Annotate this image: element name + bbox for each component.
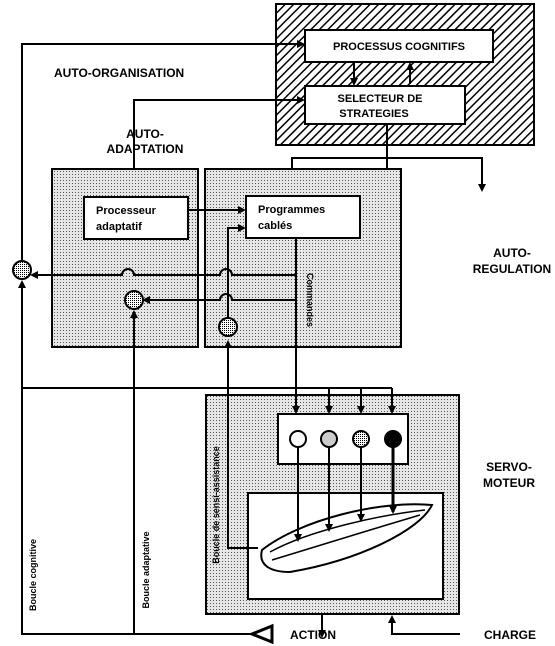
action-label: ACTION (290, 628, 336, 642)
processus-cognitifs-label: PROCESSUS COGNITIFS (333, 41, 465, 53)
programmes-label-line1: Programmes (258, 204, 325, 216)
charge-label: CHARGE (484, 628, 536, 642)
servo-moteur-label-line2: MOTEUR (483, 476, 535, 490)
auto-regulation-label-line1: AUTO- (493, 246, 531, 260)
auto-adaptation-label-line2: ADAPTATION (107, 142, 184, 156)
commandes-label: Commandes (305, 273, 315, 327)
auto-organisation-label: AUTO-ORGANISATION (54, 66, 184, 80)
adaptation-block (52, 169, 198, 347)
auto-adaptation-label-line1: AUTO- (126, 127, 164, 141)
summing-junction-cognitive (13, 261, 31, 279)
processeur-label-line1: Processeur (96, 205, 157, 217)
action-triangle-icon (252, 626, 272, 642)
servo-moteur-label-line1: SERVO- (486, 460, 532, 474)
programmes-label-line2: cablés (258, 220, 292, 232)
auto-regulation-label-line2: REGULATION (473, 262, 551, 276)
boucle-sensi-assistance-label: Boucle de sensi-assistance (211, 446, 221, 564)
summing-junction-servo (219, 318, 237, 336)
summing-junction-adaptive (125, 291, 143, 309)
selecteur-label-line2: STRATEGIES (339, 108, 408, 120)
selecteur-label-line1: SELECTEUR DE (338, 93, 423, 105)
valve-open-icon (290, 431, 306, 447)
valve-medium-icon (353, 431, 369, 447)
valve-light-icon (321, 431, 337, 447)
boucle-adaptative-label: Boucle adaptative (141, 531, 151, 608)
valve-closed-icon (385, 431, 401, 447)
processeur-label-line2: adaptatif (96, 221, 142, 233)
boucle-cognitive-label: Boucle cognitive (28, 539, 38, 611)
